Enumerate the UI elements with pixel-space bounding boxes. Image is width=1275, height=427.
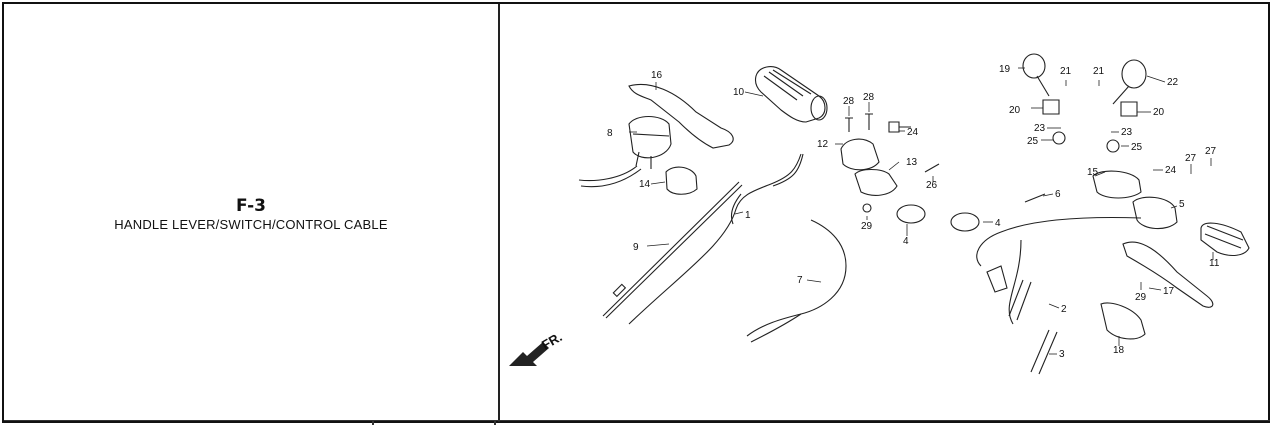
- callout-15: 15: [1087, 167, 1099, 178]
- adapter-20-left: [1042, 99, 1060, 115]
- callout-24-left: 24: [907, 127, 919, 138]
- switch-wires: [578, 165, 642, 188]
- boot-2: [1008, 279, 1032, 321]
- callout-6: 6: [1055, 189, 1061, 200]
- callout-27a: 27: [1185, 153, 1197, 164]
- callout-4-right: 4: [995, 218, 1001, 229]
- callout-26: 26: [926, 180, 938, 191]
- washer-29: [862, 203, 872, 213]
- callout-25-right: 25: [1131, 142, 1143, 153]
- callout-5: 5: [1179, 199, 1185, 210]
- mirror-right: [1121, 59, 1147, 89]
- callout-8: 8: [607, 128, 613, 139]
- callout-20-right: 20: [1153, 107, 1165, 118]
- table-divider-1: [372, 420, 374, 425]
- callout-23-right: 23: [1121, 127, 1133, 138]
- callout-4-left: 4: [903, 236, 909, 247]
- brake-master: [1092, 170, 1142, 199]
- callout-19: 19: [999, 64, 1011, 75]
- callout-7: 7: [797, 275, 803, 286]
- callout-23-left: 23: [1034, 123, 1046, 134]
- table-divider-2: [494, 420, 496, 425]
- callout-21-right: 21: [1093, 66, 1105, 77]
- right-switch: [1132, 196, 1178, 230]
- callout-17: 17: [1163, 286, 1175, 297]
- nut-25-left: [1052, 131, 1066, 145]
- callout-13: 13: [906, 157, 918, 168]
- clamp-left: [896, 204, 926, 224]
- right-grip: [1200, 222, 1250, 257]
- connector: [986, 265, 1008, 293]
- parts-diagram-svg: FR. 16 10 28 28 8 24 12 13 14 26 1 29 4 …: [509, 53, 1250, 375]
- choke-cable: [602, 181, 743, 319]
- callout-14: 14: [639, 179, 651, 190]
- left-switch: [628, 115, 672, 159]
- handlebar-harness: [976, 216, 1142, 325]
- bottom-table-edge: [4, 420, 1270, 424]
- callout-24-right: 24: [1165, 165, 1177, 176]
- callout-1: 1: [745, 210, 751, 221]
- callout-11: 11: [1209, 258, 1220, 269]
- section-code: F-3: [236, 196, 266, 216]
- clutch-lever: [628, 84, 734, 149]
- title-block: F-3 HANDLE LEVER/SWITCH/CONTROL CABLE: [4, 196, 498, 234]
- front-direction-arrow: FR.: [509, 329, 565, 366]
- boot-3: [1030, 329, 1058, 375]
- clamp-right: [950, 212, 980, 232]
- callout-29-left: 29: [861, 221, 873, 232]
- callout-3: 3: [1059, 349, 1065, 360]
- adapter-20-right: [1120, 101, 1138, 117]
- throttle-housing: [840, 138, 880, 171]
- callout-25-left: 25: [1027, 136, 1039, 147]
- mirror-left: [1022, 53, 1046, 79]
- panel-divider: [498, 4, 500, 422]
- nut-25-right: [1106, 139, 1120, 153]
- title-panel: F-3 HANDLE LEVER/SWITCH/CONTROL CABLE: [4, 4, 498, 422]
- callout-28a: 28: [843, 96, 855, 107]
- callout-18: 18: [1113, 345, 1125, 356]
- callout-27b: 27: [1205, 146, 1217, 157]
- callout-28b: 28: [863, 92, 875, 103]
- callout-12: 12: [817, 139, 829, 150]
- brake-lever: [1122, 241, 1214, 308]
- lever-cover: [1100, 302, 1146, 340]
- bolt-28a: [845, 117, 853, 132]
- section-title: HANDLE LEVER/SWITCH/CONTROL CABLE: [114, 217, 388, 232]
- bolt-28b: [865, 113, 873, 130]
- callout-21-left: 21: [1060, 66, 1072, 77]
- throttle-housing-lower: [854, 168, 898, 196]
- callout-20-left: 20: [1009, 105, 1021, 116]
- callout-2: 2: [1061, 304, 1067, 315]
- screw-26: [924, 163, 940, 173]
- parts-diagram: FR. 16 10 28 28 8 24 12 13 14 26 1 29 4 …: [501, 4, 1267, 419]
- callout-29-right: 29: [1135, 292, 1147, 303]
- throttle-grip: [754, 66, 826, 123]
- callout-10: 10: [733, 87, 745, 98]
- callout-22: 22: [1167, 77, 1179, 88]
- throttle-cable: [628, 153, 802, 325]
- callout-9: 9: [633, 242, 639, 253]
- part-14: [665, 166, 698, 195]
- grip-end: [810, 95, 828, 121]
- spring-6: [1024, 193, 1046, 203]
- bolt-24-left: [888, 121, 911, 133]
- brake-cable: [746, 219, 847, 337]
- callout-16: 16: [651, 70, 663, 81]
